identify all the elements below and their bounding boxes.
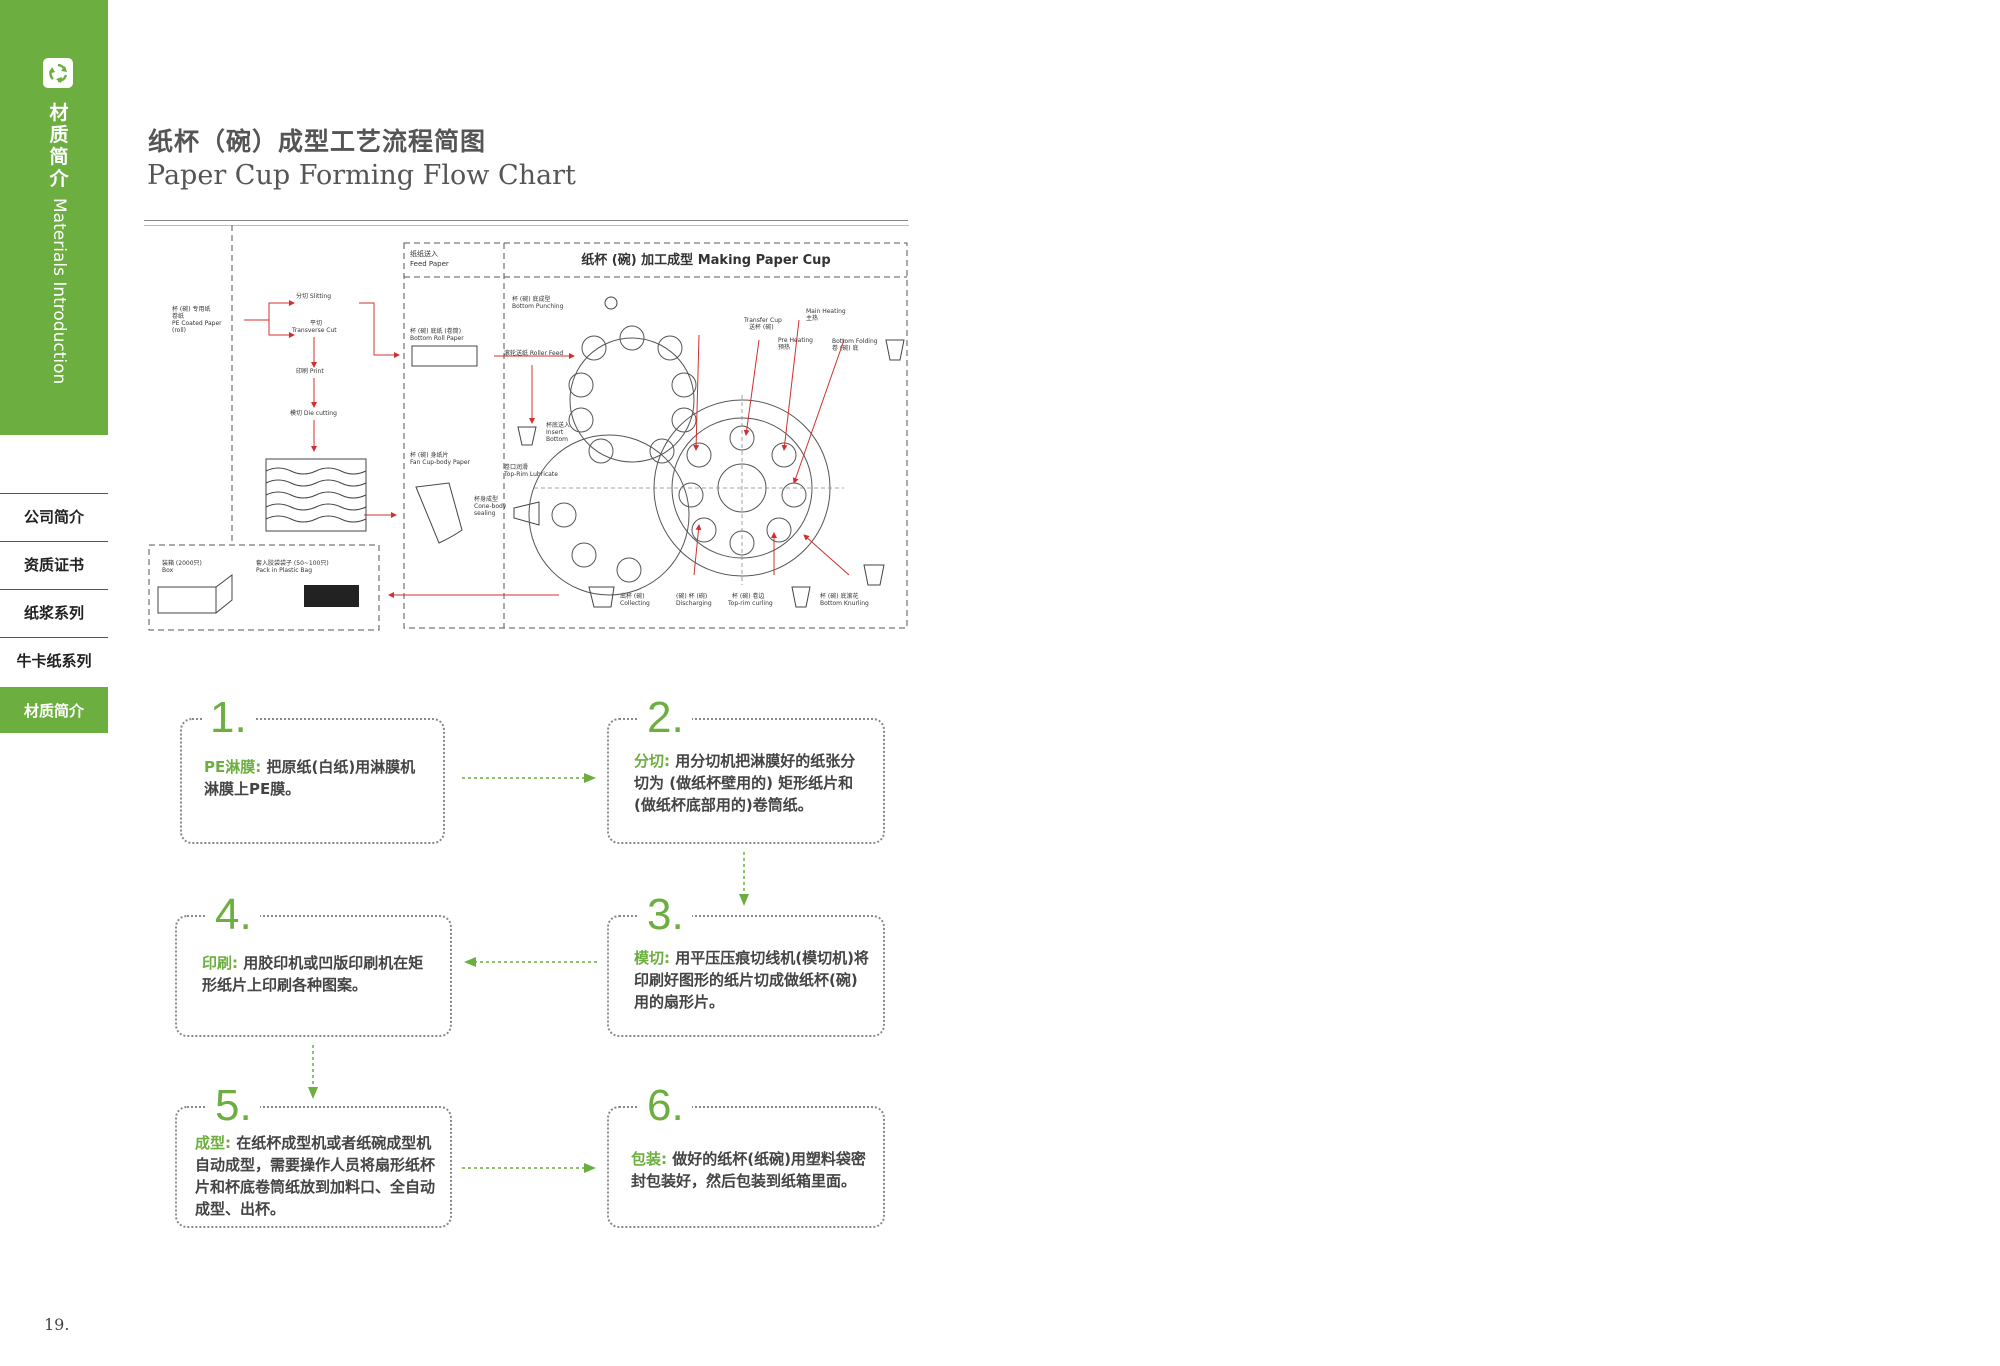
- svg-text:预热: 预热: [778, 343, 790, 351]
- svg-text:卷口润滑: 卷口润滑: [504, 463, 528, 471]
- step-text: 分切: 用分切机把淋膜好的纸张分切为 (做纸杯壁用的) 矩形纸片和(做纸杯底部用…: [634, 752, 856, 814]
- recycle-icon: [43, 58, 73, 88]
- svg-text:送杯 (碗): 送杯 (碗): [749, 323, 774, 331]
- svg-text:Pack in Plastic Bag: Pack in Plastic Bag: [256, 567, 312, 574]
- step-number: 3.: [639, 892, 692, 938]
- step-box: 6. 包装: 做好的纸杯(纸碗)用塑料袋密封包装好，然后包装到纸箱里面。: [607, 1083, 885, 1228]
- svg-text:杯 (碗) 底纸 (卷筒): 杯 (碗) 底纸 (卷筒): [410, 327, 461, 335]
- svg-text:卷纸: 卷纸: [172, 312, 184, 320]
- step-box: 5. 成型: 在纸杯成型机或者纸碗成型机自动成型，需要操作人员将扇形纸杯片和杯底…: [175, 1083, 452, 1228]
- svg-text:装箱 (2000只): 装箱 (2000只): [162, 559, 202, 567]
- svg-text:Bottom Punching: Bottom Punching: [512, 303, 564, 310]
- step-number: 4.: [207, 892, 260, 938]
- page-number: 19.: [44, 1315, 70, 1334]
- svg-text:Bottom Roll Paper: Bottom Roll Paper: [410, 335, 464, 342]
- svg-text:sealing: sealing: [474, 510, 496, 517]
- svg-text:(碗) 杯 (碗): (碗) 杯 (碗): [676, 592, 707, 600]
- step-text: 模切: 用平压压痕切线机(模切机)将印刷好图形的纸片切成做纸杯(碗)用的扇形片。: [634, 949, 869, 1011]
- nav-item-certificates[interactable]: 资质证书: [0, 541, 108, 587]
- step-number: 1.: [202, 695, 255, 741]
- svg-text:Transverse Cut: Transverse Cut: [291, 327, 337, 334]
- svg-text:Bottom: Bottom: [546, 436, 568, 443]
- svg-text:Top-rim curling: Top-rim curling: [727, 600, 773, 607]
- title-divider: [144, 220, 908, 221]
- nav-item-materials[interactable]: 材质简介: [0, 687, 108, 733]
- nav-item-company[interactable]: 公司简介: [0, 493, 108, 539]
- svg-text:Insert: Insert: [546, 429, 564, 436]
- page-title-en: Paper Cup Forming Flow Chart: [147, 160, 576, 191]
- diagram-header: 纸杯 (碗) 加工成型 Making Paper Cup: [581, 252, 830, 268]
- svg-text:PE Coated Paper: PE Coated Paper: [172, 320, 222, 327]
- svg-text:Bottom Folding: Bottom Folding: [832, 338, 878, 345]
- svg-text:Bottom Knurling: Bottom Knurling: [820, 600, 869, 607]
- svg-text:杯底送入: 杯底送入: [546, 421, 570, 429]
- svg-text:出杯 (碗): 出杯 (碗): [620, 592, 645, 600]
- arrow-left-icon: [464, 957, 598, 967]
- diagram-label: 纸纸送入: [410, 249, 438, 258]
- step-text: 包装: 做好的纸杯(纸碗)用塑料袋密封包装好，然后包装到纸箱里面。: [631, 1150, 866, 1190]
- svg-text:Top-Rim Lubricate: Top-Rim Lubricate: [503, 471, 558, 478]
- step-number: 2.: [639, 695, 692, 741]
- step-text: 印刷: 用胶印机或凹版印刷机在矩形纸片上印刷各种图案。: [202, 954, 424, 994]
- svg-text:Fan Cup-body Paper: Fan Cup-body Paper: [410, 459, 471, 466]
- arrow-right-icon: [462, 1163, 596, 1173]
- svg-text:杯 (碗) 身纸片: 杯 (碗) 身纸片: [410, 451, 449, 459]
- svg-text:印刷 Print: 印刷 Print: [296, 367, 324, 375]
- step-box: 4. 印刷: 用胶印机或凹版印刷机在矩形纸片上印刷各种图案。: [175, 892, 452, 1037]
- svg-text:Main Heating: Main Heating: [806, 308, 846, 315]
- step-text: 成型: 在纸杯成型机或者纸碗成型机自动成型，需要操作人员将扇形纸杯片和杯底卷筒纸…: [195, 1134, 436, 1218]
- svg-text:Discharging: Discharging: [676, 600, 712, 607]
- step-text: PE淋膜: 把原纸(白纸)用淋膜机淋膜上PE膜。: [204, 758, 416, 798]
- page-title-cn: 纸杯（碗）成型工艺流程简图: [148, 127, 487, 156]
- diagram-label: Feed Paper: [410, 260, 449, 268]
- flow-diagram: 纸纸送入 Feed Paper 纸杯 (碗) 加工成型 Making Paper…: [144, 225, 909, 631]
- svg-text:Box: Box: [162, 567, 174, 574]
- svg-text:Collecting: Collecting: [620, 600, 650, 607]
- svg-text:杯 (碗) 专用纸: 杯 (碗) 专用纸: [172, 305, 211, 313]
- svg-text:Transfer Cup: Transfer Cup: [743, 317, 782, 324]
- svg-text:杯 (碗) 底滚花: 杯 (碗) 底滚花: [820, 592, 859, 600]
- svg-text:卷 (碗) 底: 卷 (碗) 底: [832, 344, 859, 352]
- step-box: 3. 模切: 用平压压痕切线机(模切机)将印刷好图形的纸片切成做纸杯(碗)用的扇…: [607, 892, 885, 1037]
- svg-text:滚轮送纸 Roller Feed: 滚轮送纸 Roller Feed: [504, 349, 563, 357]
- sidebar-title-en: Materials Introduction: [49, 198, 69, 385]
- svg-text:主热: 主热: [806, 314, 818, 322]
- svg-text:平切: 平切: [310, 320, 322, 327]
- arrow-right-icon: [462, 773, 596, 783]
- svg-text:Pre Heating: Pre Heating: [778, 337, 813, 344]
- step-box: 2. 分切: 用分切机把淋膜好的纸张分切为 (做纸杯壁用的) 矩形纸片和(做纸杯…: [607, 695, 885, 844]
- svg-text:套入胶袋袋子 (50~100只): 套入胶袋袋子 (50~100只): [256, 559, 329, 567]
- svg-text:分切 Slitting: 分切 Slitting: [296, 292, 331, 300]
- svg-text:杯 (碗) 卷边: 杯 (碗) 卷边: [732, 592, 765, 600]
- sidebar-title-cn: 材质简介: [49, 102, 69, 190]
- svg-text:杯 (碗) 底成型: 杯 (碗) 底成型: [512, 295, 551, 303]
- svg-text:(roll): (roll): [172, 327, 186, 334]
- step-box: 1. PE淋膜: 把原纸(白纸)用淋膜机淋膜上PE膜。: [180, 695, 445, 844]
- step-number: 6.: [639, 1083, 692, 1129]
- arrow-down-icon: [308, 1045, 318, 1099]
- svg-text:杯身成型: 杯身成型: [474, 495, 498, 503]
- svg-text:Cone-body: Cone-body: [474, 503, 507, 510]
- arrow-down-icon: [739, 852, 749, 906]
- step-number: 5.: [207, 1083, 260, 1129]
- svg-text:模切 Die cutting: 模切 Die cutting: [290, 409, 337, 417]
- nav-item-pulp[interactable]: 纸浆系列: [0, 589, 108, 635]
- nav-item-kraft[interactable]: 牛卡纸系列: [0, 637, 108, 683]
